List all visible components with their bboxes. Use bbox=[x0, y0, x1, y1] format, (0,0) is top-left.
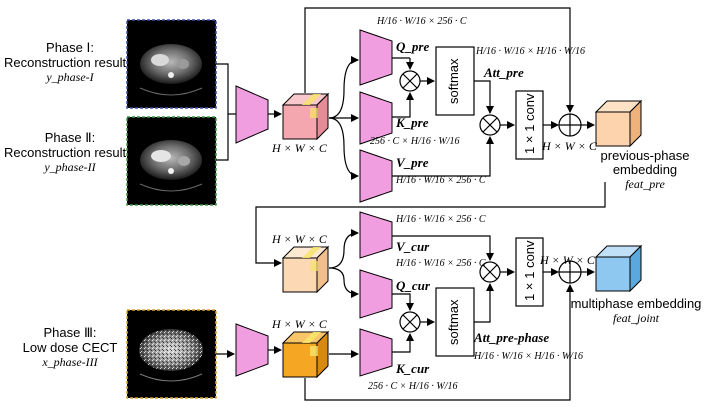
att-pre-label: Att_pre bbox=[484, 65, 524, 80]
encoder-k-pre bbox=[359, 91, 393, 145]
att-pre-dim: H/16 · W/16 × H/16 · W/16 bbox=[476, 46, 585, 57]
encoder-bottom bbox=[235, 323, 269, 377]
embed-pre-line2: embedding bbox=[612, 162, 678, 177]
feature-cube-pre-copy bbox=[281, 245, 330, 294]
feature-cube-embed-joint bbox=[594, 244, 643, 293]
top-feature-dim: H × W × C bbox=[272, 141, 327, 155]
bottom-out-dim: H × W × C bbox=[540, 253, 595, 267]
q-pre-label: Q_pre bbox=[396, 39, 430, 54]
att-pre-phase-dim: H/16 · W/16 × H/16 · W/16 bbox=[474, 351, 583, 362]
phase3-title: Phase Ⅲ: bbox=[43, 325, 97, 340]
v-cur-label: V_cur bbox=[396, 239, 430, 254]
phase2-var: y_phase-II bbox=[44, 160, 96, 174]
feature-cube-pre bbox=[281, 92, 330, 141]
q-pre-dim: H/16 · W/16 × 256 · C bbox=[377, 16, 467, 27]
k-pre-label: K_pre bbox=[396, 115, 429, 130]
feature-cube-cur bbox=[281, 330, 330, 379]
embed-joint-var: feat_joint bbox=[613, 311, 659, 325]
v-pre-dim: H/16 · W/16 × 256 · C bbox=[396, 175, 486, 186]
bottom-feature-dim-cur: H × W × C bbox=[272, 317, 327, 331]
top-out-dim: H × W × C bbox=[542, 139, 597, 153]
softmax-box-top bbox=[435, 46, 475, 116]
softmax-box-bottom bbox=[435, 287, 475, 357]
ct-image-phase2 bbox=[126, 116, 217, 206]
ct-image-phase1 bbox=[126, 19, 217, 109]
softmax-label-top: softmax bbox=[446, 58, 461, 104]
att-pre-phase-label: Att_pre-phase bbox=[474, 330, 550, 345]
encoder-k-cur bbox=[359, 328, 393, 377]
phase1-subtitle: Reconstruction result bbox=[4, 55, 127, 70]
k-cur-label: K_cur bbox=[396, 361, 430, 376]
k-cur-dim: 256 · C × H/16 · W/16 bbox=[368, 381, 458, 392]
ct-image-phase3 bbox=[126, 309, 217, 399]
embed-pre-line1: previous-phase bbox=[600, 148, 690, 163]
encoder-v-pre bbox=[359, 149, 393, 203]
conv-label-top: 1×1 conv bbox=[522, 93, 537, 154]
phase1-title: Phase Ⅰ: bbox=[46, 40, 94, 55]
k-pre-dim: 256 · C × H/16 · W/16 bbox=[370, 136, 460, 147]
phase1-var: y_phase-I bbox=[46, 70, 94, 84]
v-pre-label: V_pre bbox=[396, 155, 429, 170]
feature-cube-embed-pre bbox=[594, 99, 643, 148]
conv-label-bottom: 1×1 conv bbox=[522, 240, 537, 301]
encoder-v-cur bbox=[359, 211, 393, 259]
embed-joint-line1: multiphase embedding bbox=[570, 296, 702, 311]
v-cur-dim: H/16 · W/16 × 256 · C bbox=[396, 214, 486, 225]
phase2-title: Phase Ⅱ: bbox=[44, 130, 96, 145]
q-cur-dim: H/16 · W/16 × 256 · C bbox=[396, 258, 486, 269]
encoder-q-cur bbox=[359, 269, 393, 319]
encoder-q-pre bbox=[359, 29, 393, 86]
softmax-label-bottom: softmax bbox=[446, 299, 461, 345]
bottom-feature-dim-pre: H × W × C bbox=[272, 232, 327, 246]
q-cur-label: Q_cur bbox=[396, 278, 430, 293]
phase2-subtitle: Reconstruction result bbox=[4, 145, 127, 160]
encoder-top bbox=[235, 85, 269, 144]
phase3-var: x_phase-III bbox=[42, 355, 98, 369]
embed-pre-var: feat_pre bbox=[625, 177, 665, 191]
phase3-subtitle: Low dose CECT bbox=[22, 340, 118, 355]
